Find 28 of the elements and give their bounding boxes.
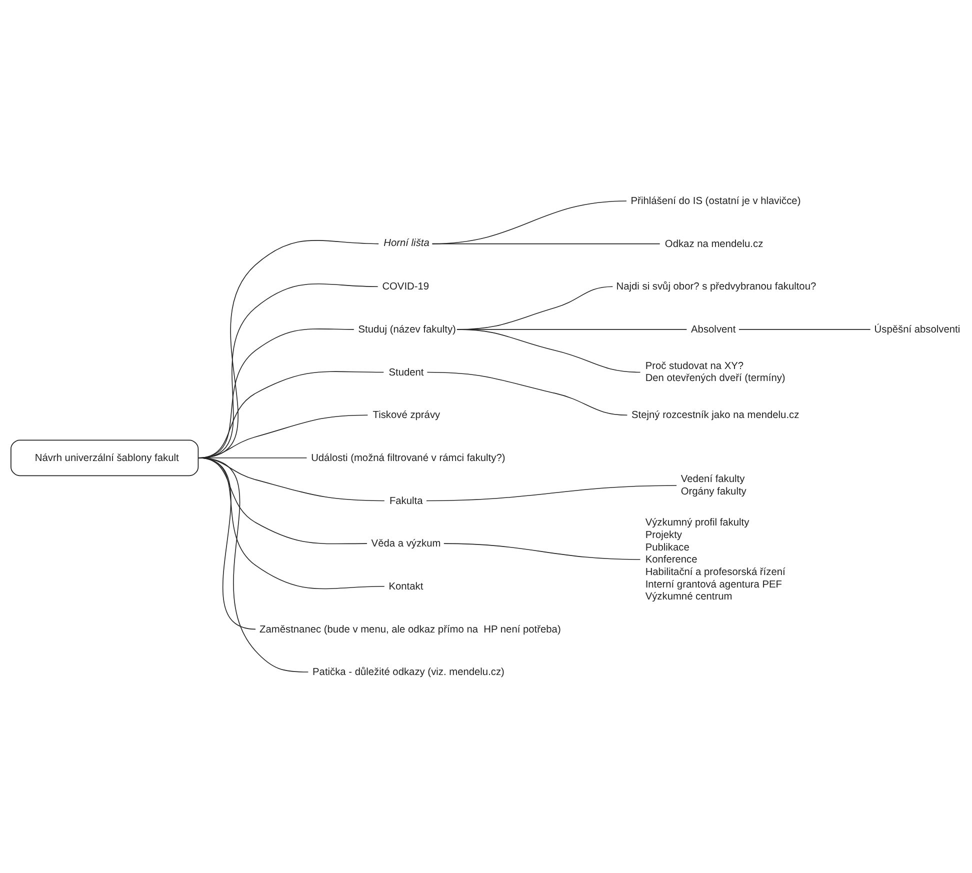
node-text: Studuj (název fakulty) <box>358 324 456 336</box>
node-text: Kontakt <box>388 581 424 592</box>
connector <box>456 329 641 373</box>
node-text: Úspěšní absolventi <box>874 324 960 336</box>
node-text: Patička - důležité odkazy (viz. mendelu.cz) <box>312 667 504 678</box>
connector <box>738 329 871 330</box>
node-box: Návrh univerzální šablony fakult <box>10 440 199 476</box>
node-text: Odkaz na mendelu.cz <box>664 238 764 250</box>
node-text: Věda a výzkum <box>371 538 441 550</box>
connector <box>444 543 641 560</box>
node-text: Najdi si svůj obor? s předvybranou fakultou? <box>616 282 816 293</box>
node-text: Absolvent <box>691 324 736 336</box>
node-text: Přihlášení do IS (ostatní je v hlavičce) <box>630 196 801 208</box>
node-text: COVID-19 <box>382 282 430 293</box>
node-text: Události (možná filtrované v rámci fakulty?) <box>311 452 506 464</box>
node-text: Student <box>388 367 424 378</box>
node-text: Tiskové zprávy <box>372 410 440 422</box>
node-text: Proč studovat na XY? Den otevřených dveří (termíny) <box>645 360 786 384</box>
connector <box>426 372 628 416</box>
connector <box>432 243 660 244</box>
node-text: Fakulta <box>389 496 423 507</box>
node-text: Vedení fakulty Orgány fakulty <box>680 474 746 498</box>
connector <box>426 485 677 502</box>
node-text: Stejný rozcestník jako na mendelu.cz <box>632 410 800 422</box>
node-text: Horní lišta <box>384 238 430 250</box>
node-text: Zaměstnanec (bude v menu, ale odkaz přímo na HP není potřeba) <box>260 624 561 636</box>
connector <box>198 458 309 672</box>
node-text: Výzkumný profil fakulty Projekty Publikace Konference Habilitační a profesorská řízení Interní grantová agentura PEF Výzkumné centrum <box>645 518 786 603</box>
